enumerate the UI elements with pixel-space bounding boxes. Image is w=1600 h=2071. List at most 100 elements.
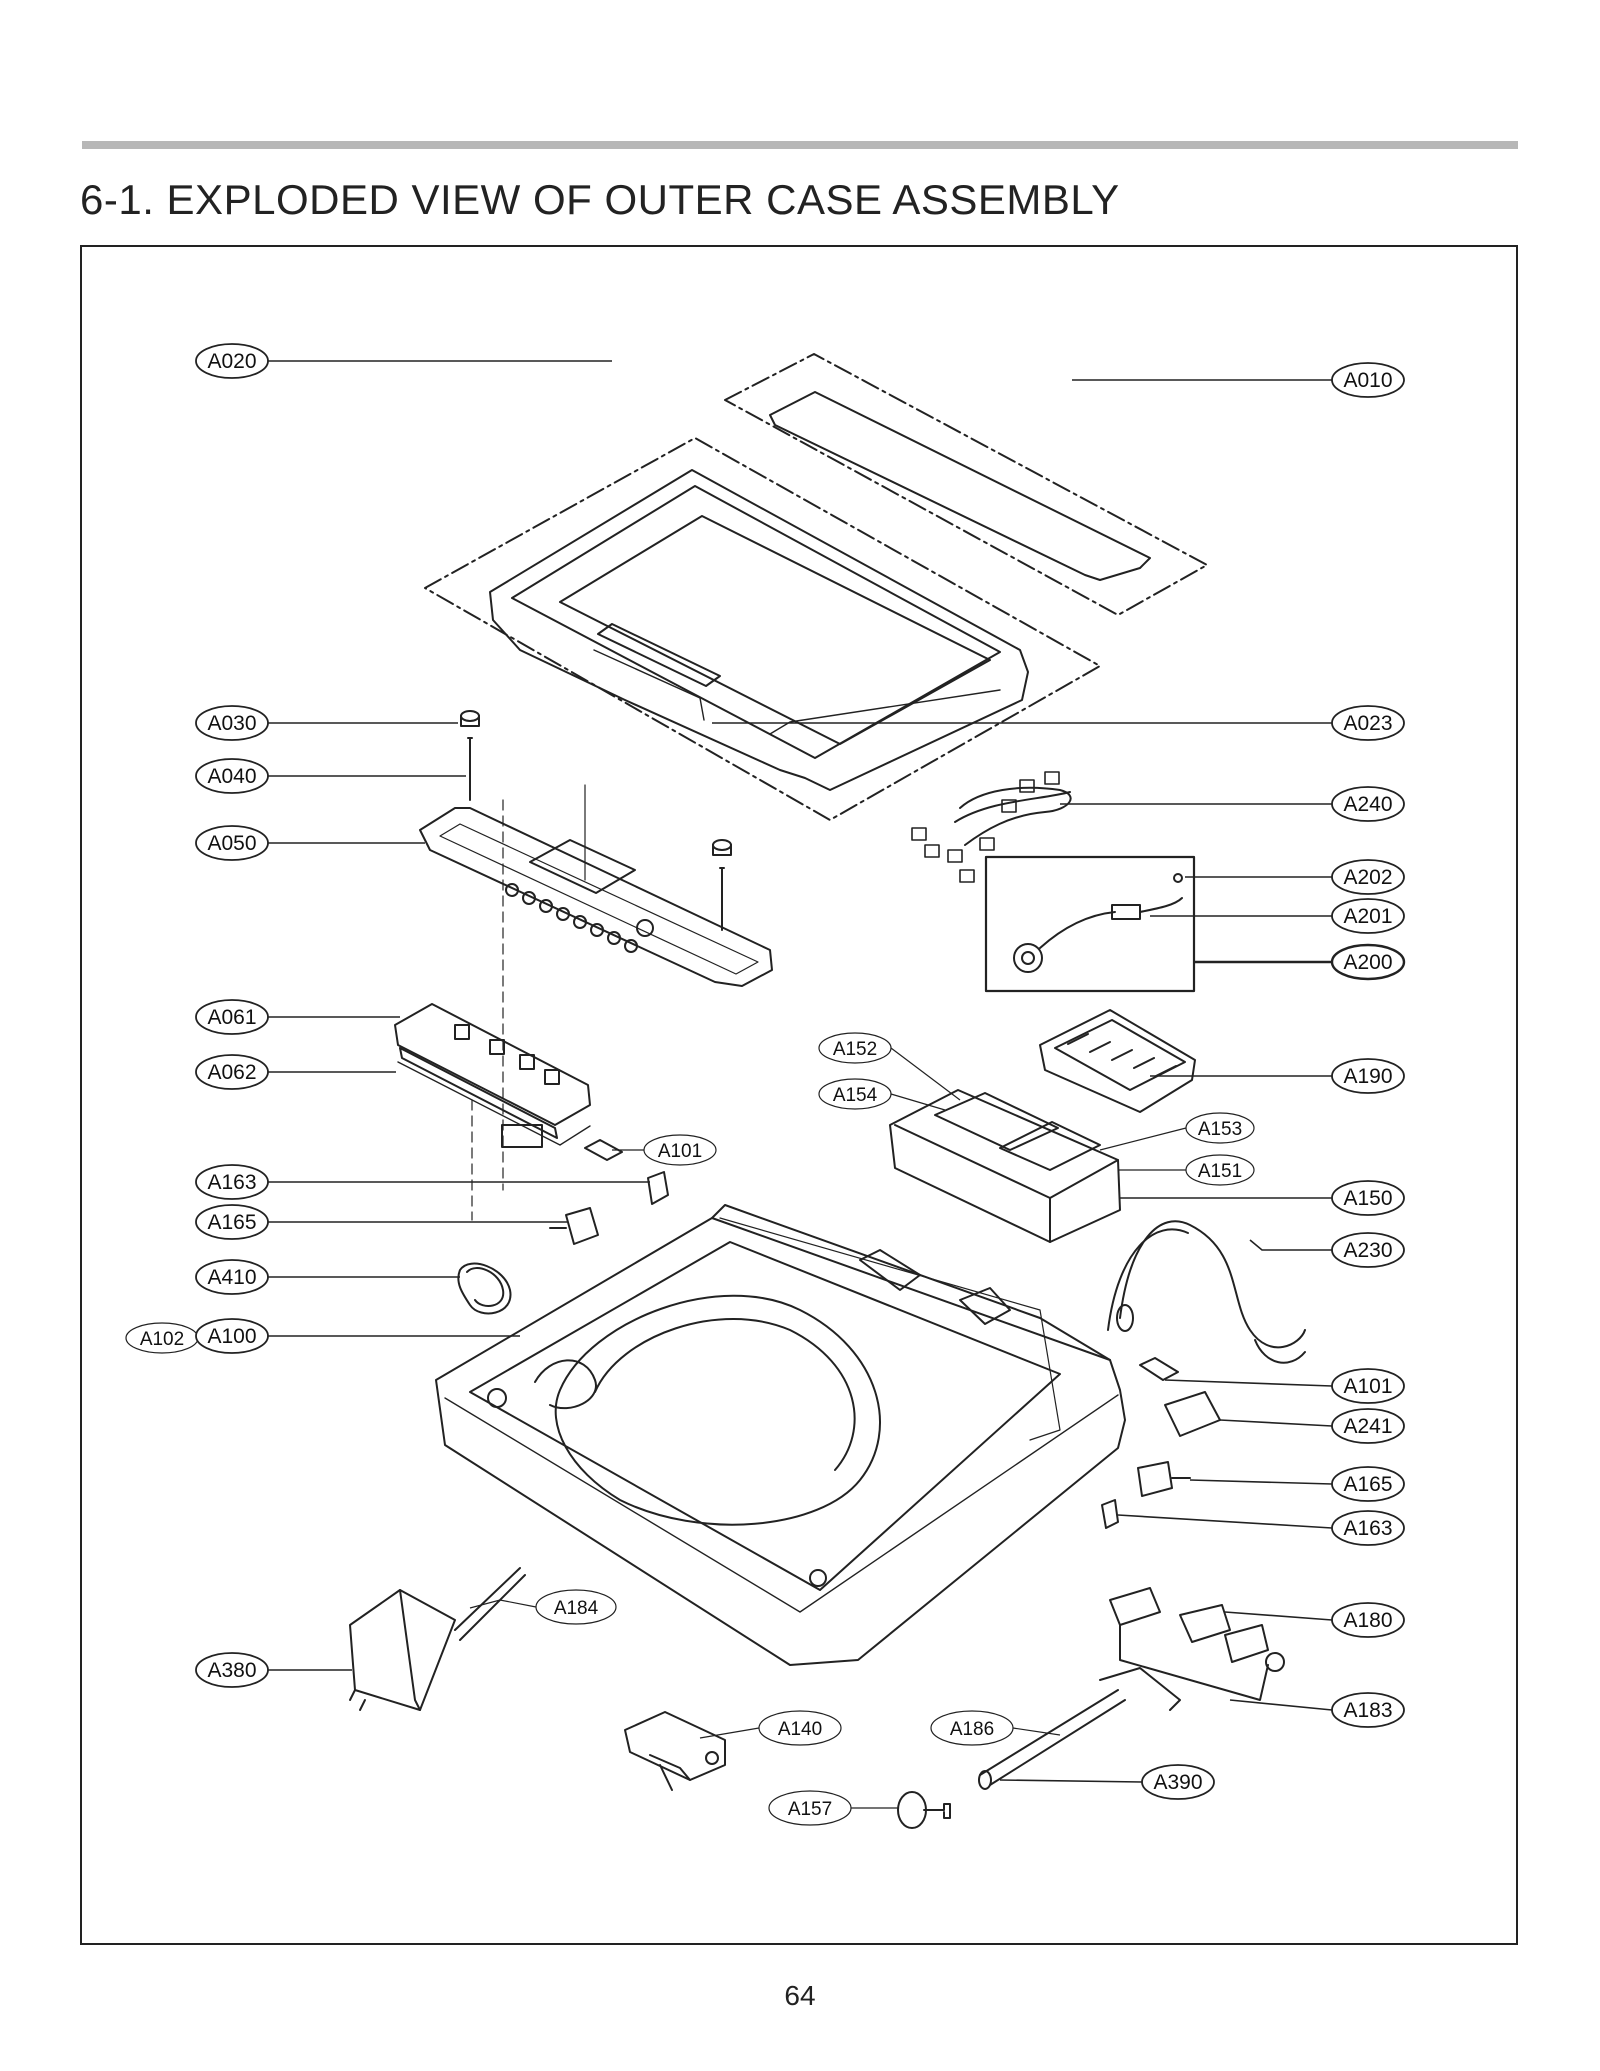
display-window [529,839,636,894]
callout-bubble [1331,1510,1405,1546]
valve-inlet [1265,1652,1285,1672]
leader-line-a154 [890,1093,946,1111]
pressure-sensor-box [984,855,1196,993]
motor-shaft [705,1751,719,1765]
callout-bubble [1331,1180,1405,1216]
panel-button [607,931,621,945]
pcb-heatsink [501,1124,543,1148]
lid-frame [424,437,1101,821]
leader-line-a140 [699,1727,760,1739]
callout-bubble [1331,1692,1405,1728]
switch-part [1101,1499,1119,1529]
callout-bubble [818,1032,892,1064]
harness-connector [959,869,975,883]
screw [719,867,725,931]
page-title: 6-1. EXPLODED VIEW OF OUTER CASE ASSEMBL… [80,176,1120,223]
callout-a101: A101 [643,1134,717,1166]
pcb-component [544,1069,560,1085]
rear-cover [349,1589,456,1711]
panel-button [522,891,536,905]
pcb-component [519,1054,535,1070]
callout-bubble [1331,1602,1405,1638]
callout-a150: A150 [1331,1180,1405,1216]
callout-label: A050 [207,832,256,855]
callout-label: A154 [833,1085,878,1106]
harness-connector [911,827,927,841]
callout-label: A163 [207,1171,256,1194]
callout-label: A020 [207,350,256,373]
rod [454,1567,521,1631]
panel-button [624,939,638,953]
callout-label: A140 [778,1719,822,1740]
funnel [897,1791,927,1829]
callout-a202: A202 [1331,859,1405,895]
callout-label: A153 [1198,1119,1242,1140]
leader-line-a230 [1249,1239,1332,1251]
callout-bubble [1331,1466,1405,1502]
callout-bubble [758,1710,842,1746]
callout-a200: A200 [1330,943,1406,981]
callout-a100: A100 [195,1318,269,1354]
dispenser-compartment [999,1121,1101,1171]
callout-bubble [1331,1408,1405,1444]
callout-a201: A201 [1331,898,1405,934]
callout-label: A201 [1343,905,1392,928]
callout-a240: A240 [1331,786,1405,822]
callout-a380: A380 [195,1652,269,1688]
callout-bubble [1185,1154,1255,1186]
drain-motor [624,1711,726,1781]
valve-outlet [1099,1667,1181,1711]
callout-bubble [195,1652,269,1688]
leader-line-a186 [1012,1727,1061,1736]
actuator [565,1207,599,1245]
callout-a183: A183 [1331,1692,1405,1728]
leader-line-a183 [1229,1699,1333,1711]
tub-opening [554,1294,881,1526]
lid-inner-panel [511,485,1001,759]
wire-harness [959,786,1072,846]
callout-a157: A157 [768,1790,852,1826]
valve-body [1224,1624,1269,1663]
callout-label: A180 [1343,1609,1392,1632]
page-number: 64 [784,1980,816,2011]
callout-bubble [195,758,269,794]
callout-bubble [818,1078,892,1110]
screw [467,737,473,801]
callout-a040: A040 [195,758,269,794]
cabinet-screw [487,1388,507,1408]
callout-bubble [195,1164,269,1200]
callout-bubble [930,1710,1014,1746]
callout-label: A023 [1343,712,1392,735]
screw-cap [712,839,732,851]
callout-bubble [195,999,269,1035]
callout-a101: A101 [1331,1368,1405,1404]
hose-clamp [1111,904,1141,920]
callout-a061: A061 [195,999,269,1035]
callout-label: A101 [658,1141,702,1162]
sensor-hose [1039,911,1116,949]
leader-line-a101 [1164,1379,1333,1387]
callout-bubble [195,1259,269,1295]
callout-label: A030 [207,712,256,735]
leader-line-a180 [1224,1611,1333,1621]
callout-label: A151 [1198,1161,1242,1182]
callout-bubble [1141,1764,1215,1800]
cord-bushing [1116,1304,1134,1332]
valve-body [1109,1587,1161,1626]
callout-a410: A410 [195,1259,269,1295]
harness-connector [1019,779,1035,793]
callout-a050: A050 [195,825,269,861]
callout-label: A240 [1343,793,1392,816]
header-rule [82,141,1518,149]
callout-label: A152 [833,1039,877,1060]
valve-body [1179,1604,1231,1643]
panel-knob [636,919,654,937]
panel-button [539,899,553,913]
top-cabinet [435,1217,1126,1666]
callout-bubble [1331,1368,1405,1404]
screw-cap [460,710,480,722]
clip [1173,873,1183,883]
callout-a163: A163 [195,1164,269,1200]
callout-bubble [195,1054,269,1090]
filter-block [1164,1391,1221,1437]
